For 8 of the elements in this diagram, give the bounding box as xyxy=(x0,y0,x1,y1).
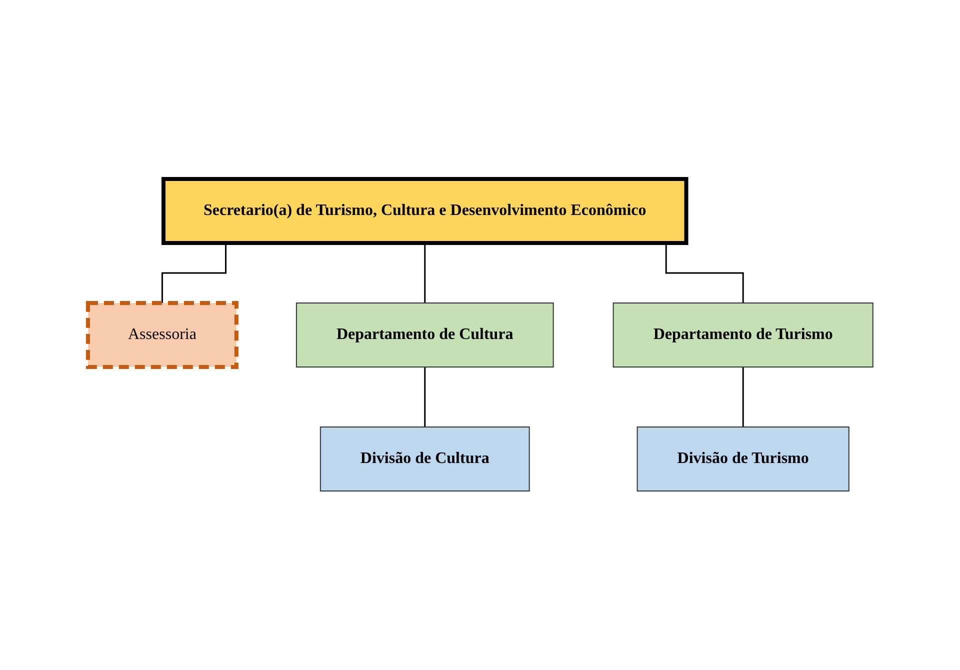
node-box: Departamento de Turismo xyxy=(612,302,873,368)
node-box: Departamento de Cultura xyxy=(296,302,554,368)
node-box: Divisão de Cultura xyxy=(319,426,530,492)
node-box: Assessoria xyxy=(86,301,238,369)
node-box: Secretario(a) de Turismo, Cultura e Desenvolvimento Econômico xyxy=(161,177,688,245)
connector xyxy=(424,366,426,428)
node-box: Divisão de Turismo xyxy=(636,426,849,492)
connector xyxy=(742,366,744,428)
